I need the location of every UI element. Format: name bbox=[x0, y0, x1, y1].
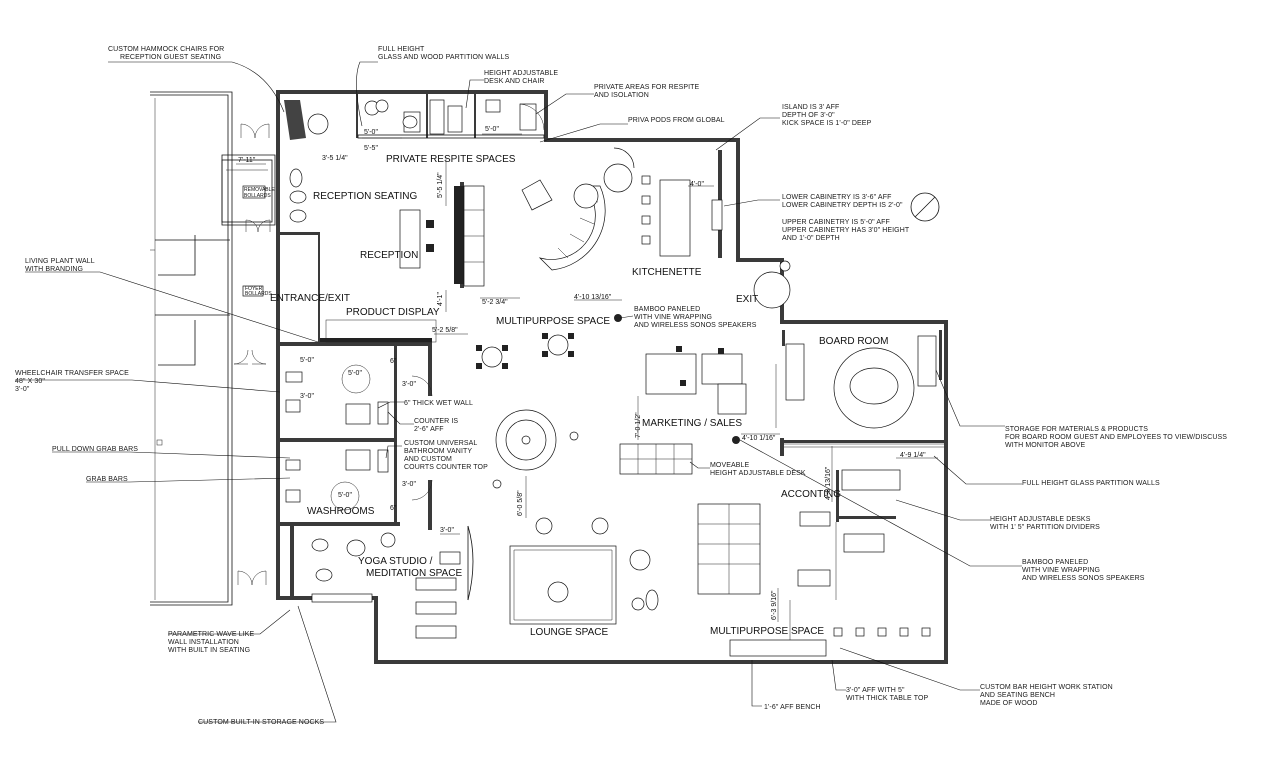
dim-6a: 6" bbox=[390, 358, 397, 365]
note-glass-partition: FULL HEIGHT GLASS PARTITION WALLS bbox=[1022, 480, 1160, 487]
label-multipurpose-top: MULTIPURPOSE SPACE bbox=[496, 316, 610, 327]
label-kitchenette: KITCHENETTE bbox=[632, 267, 702, 278]
label-reception: RECEPTION bbox=[360, 250, 418, 261]
dimension-lines bbox=[236, 133, 938, 622]
reception-furniture bbox=[289, 168, 485, 287]
note-thick-wall: 6" THICK WET WALL bbox=[404, 400, 473, 407]
label-washrooms: WASHROOMS bbox=[307, 506, 375, 517]
label-board-room: BOARD ROOM bbox=[819, 336, 888, 347]
dim-4-9: 4'-9 1/4" bbox=[900, 452, 926, 459]
dim-3-5: 3'-5 1/4" bbox=[322, 155, 348, 162]
label-marketing: MARKETING / SALES bbox=[642, 418, 742, 429]
dim-5-5: 5'-5" bbox=[364, 145, 378, 152]
dim-5-0b: 5'-0" bbox=[485, 126, 499, 133]
dim-foyer-2: BOLLARDS bbox=[245, 291, 272, 297]
room-labels: PRIVATE RESPITE SPACES RECEPTION SEATING… bbox=[270, 154, 888, 638]
marketing-desks bbox=[619, 346, 747, 475]
dimension-labels: 7'-11" REMOVABLE BOLLARDS FOYER BOLLARDS… bbox=[238, 126, 926, 620]
yoga-furniture bbox=[311, 532, 461, 639]
label-exit: EXIT bbox=[736, 294, 758, 305]
note-grab-bars: GRAB BARS bbox=[86, 476, 128, 483]
dim-5-0c: 5'-0" bbox=[300, 357, 314, 364]
dim-3-0a: 3'-0" bbox=[402, 381, 416, 388]
dim-7-11: 7'-11" bbox=[238, 157, 256, 164]
note-bench: 1'-6" AFF BENCH bbox=[764, 704, 821, 711]
dim-removable-1: REMOVABLE bbox=[244, 187, 275, 193]
dim-2-3: 5'-2 3/4" bbox=[482, 299, 508, 306]
dim-5-2: 5'-2 5/8" bbox=[432, 327, 458, 334]
dim-foyer-1: FOYER bbox=[245, 286, 263, 292]
note-priva: PRIVA PODS FROM GLOBAL bbox=[628, 117, 725, 124]
exterior-structure bbox=[150, 91, 276, 606]
dim-3-0d: 3'-0" bbox=[440, 527, 454, 534]
private-respite-furniture bbox=[284, 99, 545, 140]
board-room-furniture bbox=[785, 335, 937, 429]
label-lounge: LOUNGE SPACE bbox=[530, 627, 608, 638]
dim-removable-2: BOLLARDS bbox=[244, 193, 271, 199]
dim-5-0d: 5'-0" bbox=[348, 370, 362, 377]
label-multipurpose-bottom: MULTIPURPOSE SPACE bbox=[710, 626, 824, 637]
glass-partitions bbox=[784, 443, 944, 640]
note-table-top: 3'-0" AFF WITH 5"WITH THICK TABLE TOP bbox=[846, 687, 928, 702]
dim-7-0: 7'-0 1/2" bbox=[635, 412, 642, 438]
label-yoga-2: MEDITATION SPACE bbox=[366, 568, 462, 579]
label-product-display: PRODUCT DISPLAY bbox=[346, 307, 440, 318]
dim-5-0a: 5'-0" bbox=[364, 129, 378, 136]
dim-3-0c: 3'-0" bbox=[300, 393, 314, 400]
note-storage-nocks: CUSTOM BUILT-IN STORAGE NOCKS bbox=[198, 719, 324, 726]
dim-4-10a: 4'-10 13/16" bbox=[574, 294, 612, 301]
dim-6b: 6" bbox=[390, 505, 397, 512]
dim-4-1: 4'-1" bbox=[437, 292, 444, 306]
label-accounting: ACCONTING bbox=[781, 489, 841, 500]
accounting-desks bbox=[697, 469, 901, 595]
label-reception-seating: RECEPTION SEATING bbox=[313, 191, 417, 202]
dim-5-5v: 5'-5 1/4" bbox=[437, 172, 444, 198]
label-yoga-1: YOGA STUDIO / bbox=[358, 556, 433, 567]
north-arrow-icon bbox=[910, 192, 940, 222]
note-pull-down: PULL DOWN GRAB BARS bbox=[52, 446, 138, 453]
dim-6-0: 6'-0 5/8" bbox=[517, 490, 524, 516]
label-entrance: ENTRANCE/EXIT bbox=[270, 293, 350, 304]
multipurpose-bottom-furniture bbox=[729, 627, 931, 657]
dim-3-0b: 3'-0" bbox=[402, 481, 416, 488]
label-private-respite: PRIVATE RESPITE SPACES bbox=[386, 154, 516, 165]
dim-4-0: 4'-0" bbox=[690, 181, 704, 188]
lounge-furniture bbox=[509, 517, 659, 625]
dim-5-0e: 5'-0" bbox=[338, 492, 352, 499]
dim-4-0v: 4'-0 13/16" bbox=[825, 466, 832, 500]
washroom-fixtures bbox=[285, 364, 433, 511]
dim-6-3: 6'-3 9/16" bbox=[771, 590, 778, 620]
dim-4-10b: 4'-10 1/16" bbox=[742, 435, 776, 442]
cafe-tables bbox=[320, 319, 579, 489]
leader-lines bbox=[15, 61, 1022, 723]
multipurpose-furniture bbox=[521, 147, 791, 444]
